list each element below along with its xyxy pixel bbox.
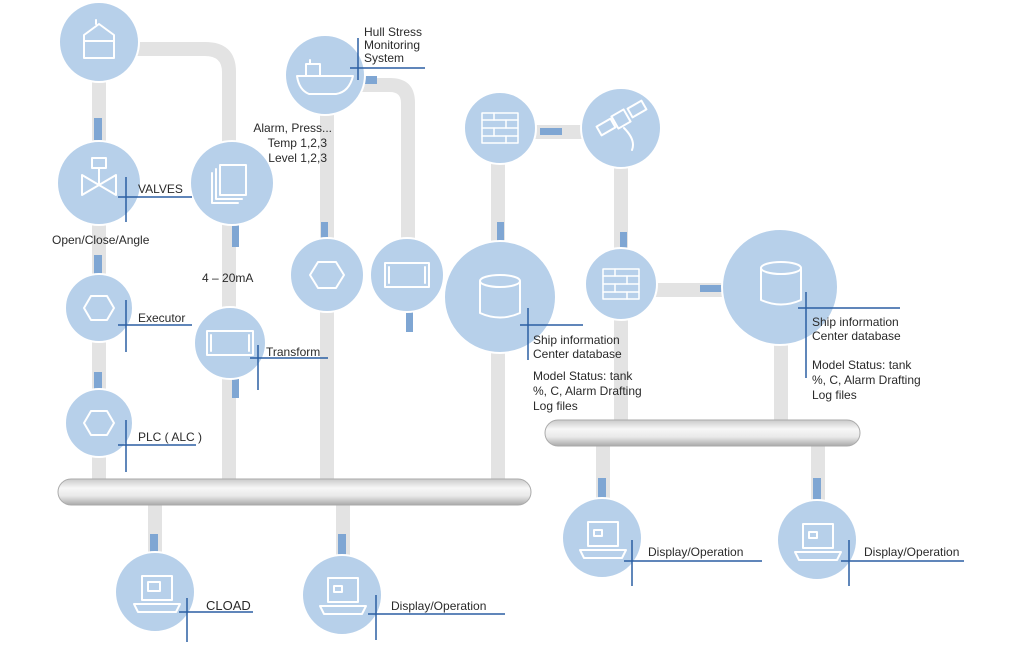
valves-label: VALVES — [138, 182, 183, 196]
db-left-sublabel-line2: %, C, Alarm Drafting — [533, 384, 642, 398]
ship-icon — [296, 59, 354, 95]
plc-label: PLC ( ALC ) — [138, 430, 203, 444]
db-left-label-line1: Ship information — [533, 333, 620, 347]
cload-label: CLOAD — [206, 598, 251, 613]
display-right1-label: Display/Operation — [648, 545, 744, 559]
ship-label-line2: Monitoring — [364, 38, 421, 52]
computer-icon — [319, 577, 367, 615]
db-left-sublabel-line3: Log files — [533, 399, 578, 413]
rectangle-icon — [384, 262, 430, 288]
tank-icon — [83, 19, 115, 59]
sensors-label-line3: Level 1,2,3 — [268, 151, 327, 165]
computer-icon — [133, 575, 181, 613]
executor-label: Executor — [138, 311, 186, 325]
db-left-label-line2: Center database — [533, 347, 622, 361]
ship-label-line1: Hull Stress — [364, 25, 423, 39]
right-bus — [544, 419, 861, 447]
rectangle-icon — [206, 330, 254, 356]
callouts — [118, 38, 964, 642]
db-right-sublabel-line3: Log files — [812, 388, 857, 402]
transform-label: Transform — [266, 345, 321, 359]
connector-stubs — [94, 76, 821, 556]
sensors-label-line1: Alarm, Press... — [253, 121, 332, 135]
computer-icon — [794, 523, 842, 561]
db-right-sublabel-line2: %, C, Alarm Drafting — [812, 373, 921, 387]
db-left-sublabel-line1: Model Status: tank — [533, 369, 633, 383]
firewall-icon — [481, 112, 519, 144]
display-left-label: Display/Operation — [391, 599, 487, 613]
sensors-label-line2: Temp 1,2,3 — [267, 136, 327, 150]
database-icon — [479, 274, 521, 319]
db-right-label-line1: Ship information — [812, 315, 899, 329]
hexagon-icon — [309, 261, 345, 289]
valve-icon — [81, 157, 117, 196]
database-icon — [760, 261, 802, 306]
hexagon-icon — [83, 295, 115, 321]
valves-sublabel: Open/Close/Angle — [52, 233, 150, 247]
main-bus — [57, 478, 532, 506]
document-icon — [211, 164, 247, 204]
ship-label-line3: System — [364, 51, 405, 65]
computer-icon — [579, 521, 627, 559]
firewall-icon — [602, 268, 640, 300]
db-right-sublabel-line1: Model Status: tank — [812, 358, 912, 372]
hexagon-icon — [83, 410, 115, 436]
signal-label: 4 – 20mA — [202, 271, 254, 285]
db-right-label-line2: Center database — [812, 329, 901, 343]
satellite-icon — [595, 99, 648, 151]
display-right2-label: Display/Operation — [864, 545, 960, 559]
